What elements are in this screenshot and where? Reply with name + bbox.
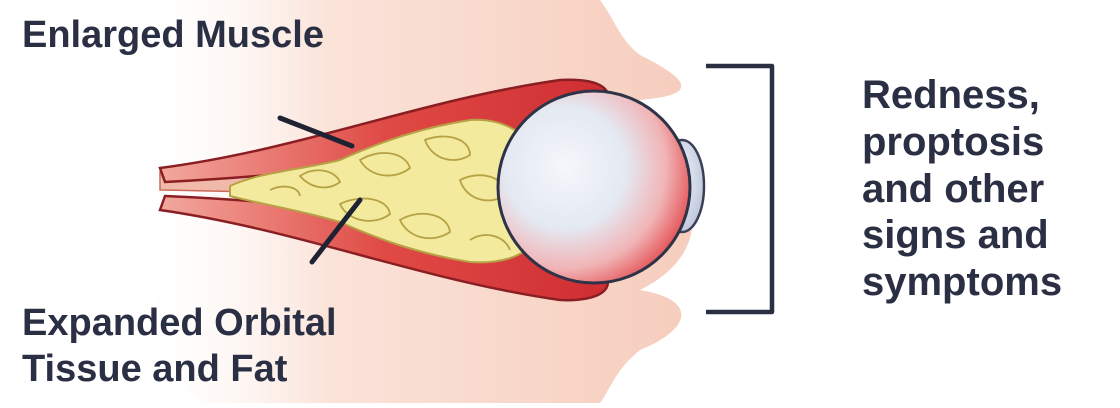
label-symptoms-line: signs and bbox=[862, 212, 1062, 259]
eyeball bbox=[498, 91, 690, 283]
label-symptoms-line: proptosis bbox=[862, 119, 1062, 166]
label-symptoms-line: and other bbox=[862, 166, 1062, 213]
label-enlarged-muscle: Enlarged Muscle bbox=[22, 14, 324, 57]
label-symptoms-line: Redness, bbox=[862, 72, 1062, 119]
label-expanded-tissue-line: Tissue and Fat bbox=[22, 346, 337, 392]
bracket bbox=[706, 66, 772, 312]
label-symptoms: Redness, proptosis and other signs and s… bbox=[862, 72, 1062, 306]
label-expanded-tissue: Expanded Orbital Tissue and Fat bbox=[22, 300, 337, 393]
label-expanded-tissue-line: Expanded Orbital bbox=[22, 300, 337, 346]
label-symptoms-line: symptoms bbox=[862, 259, 1062, 306]
